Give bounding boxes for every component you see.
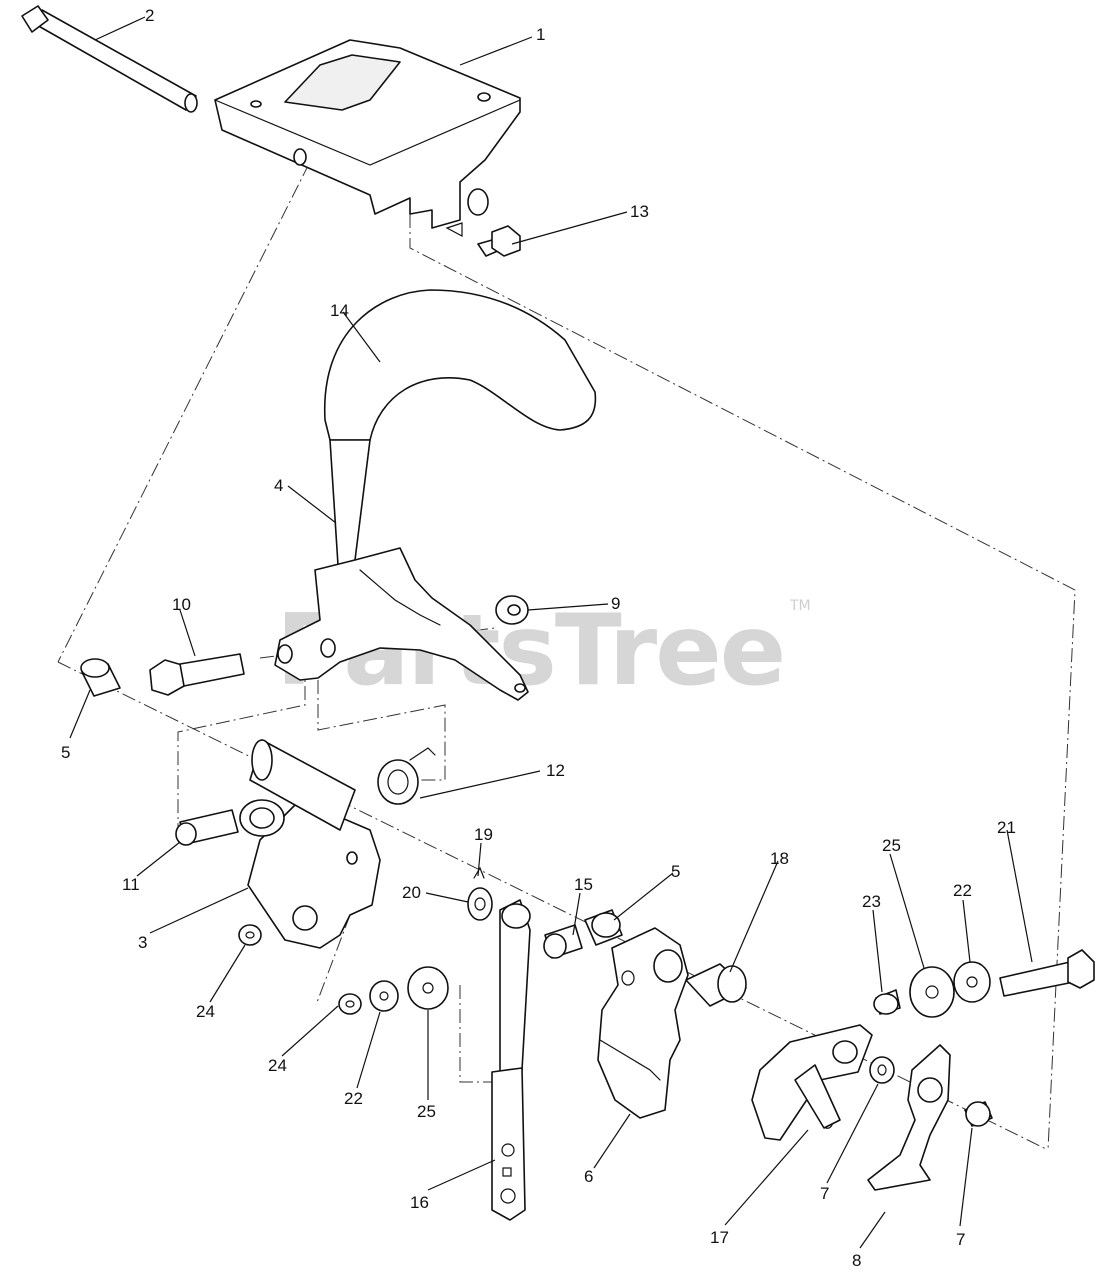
- callout-4: 4: [274, 476, 283, 495]
- callout-3: 3: [138, 933, 147, 952]
- part-6-cam-plate: [597, 927, 689, 1119]
- part-25-washer-right: [909, 966, 955, 1018]
- callout-24-upper: 24: [196, 1002, 215, 1021]
- part-3-pivot-plate: [239, 739, 381, 949]
- callout-22-left: 22: [344, 1089, 363, 1108]
- part-22-washer-right: [953, 961, 991, 1003]
- part-20-washer: [467, 887, 493, 921]
- leader-lines: [69, 16, 1033, 1249]
- callout-20: 20: [402, 883, 421, 902]
- part-5-bushing-left: [80, 658, 121, 697]
- callout-8: 8: [852, 1251, 861, 1270]
- part-13-bolt: [477, 225, 521, 257]
- callout-22-right: 22: [953, 881, 972, 900]
- part-24-nut-upper: [238, 924, 262, 946]
- part-11-bushing: [175, 809, 239, 846]
- part-21-bolt: [999, 949, 1095, 997]
- part-7-bushing-right: [964, 1101, 993, 1127]
- part-8-arm: [867, 1044, 951, 1191]
- watermark-trademark: TM: [789, 598, 811, 614]
- callout-19: 19: [474, 825, 493, 844]
- callout-1: 1: [536, 25, 545, 44]
- part-25-washer-left: [407, 966, 449, 1010]
- part-1-bracket: [214, 39, 521, 237]
- part-2-shaft: [21, 5, 198, 113]
- callout-5-right: 5: [671, 862, 680, 881]
- callout-24-lower: 24: [268, 1056, 287, 1075]
- part-23-spacer: [873, 989, 901, 1015]
- part-16-link: [491, 899, 531, 1221]
- part-19-clip: [473, 866, 485, 879]
- part-9-nut: [495, 595, 529, 625]
- callout-10: 10: [172, 595, 191, 614]
- part-10-bolt: [149, 653, 245, 696]
- callout-13: 13: [630, 202, 649, 221]
- callout-21: 21: [997, 818, 1016, 837]
- callout-11: 11: [122, 875, 140, 894]
- callout-14: 14: [330, 301, 349, 320]
- part-5-bushing-right: [584, 909, 623, 946]
- part-22-washer-left: [369, 980, 399, 1012]
- callout-6: 6: [584, 1167, 593, 1186]
- callout-2: 2: [145, 6, 154, 25]
- callout-25-left: 25: [417, 1102, 436, 1121]
- callout-18: 18: [770, 849, 789, 868]
- callout-9: 9: [611, 594, 620, 613]
- callout-16: 16: [410, 1193, 429, 1212]
- callout-17: 17: [710, 1228, 729, 1247]
- callout-5-left: 5: [61, 743, 70, 762]
- callout-25-right: 25: [882, 836, 901, 855]
- part-17-spring-bracket: [751, 1024, 873, 1141]
- part-24-nut-lower: [338, 993, 362, 1015]
- part-15-bushing: [543, 924, 583, 959]
- callout-7-middle: 7: [820, 1184, 829, 1203]
- callout-23: 23: [862, 892, 881, 911]
- part-18-bushing: [685, 963, 747, 1007]
- callout-12: 12: [546, 761, 565, 780]
- callout-7-right: 7: [956, 1230, 965, 1249]
- callout-15: 15: [574, 875, 593, 894]
- part-12-spring: [377, 747, 436, 805]
- part-4-handle-lever: [274, 289, 597, 701]
- part-7-bushing-middle: [869, 1056, 895, 1084]
- callout-labels: 1 2 13 14 4 10 9 5 12 19 20 15 5 18 25 2…: [61, 6, 1016, 1270]
